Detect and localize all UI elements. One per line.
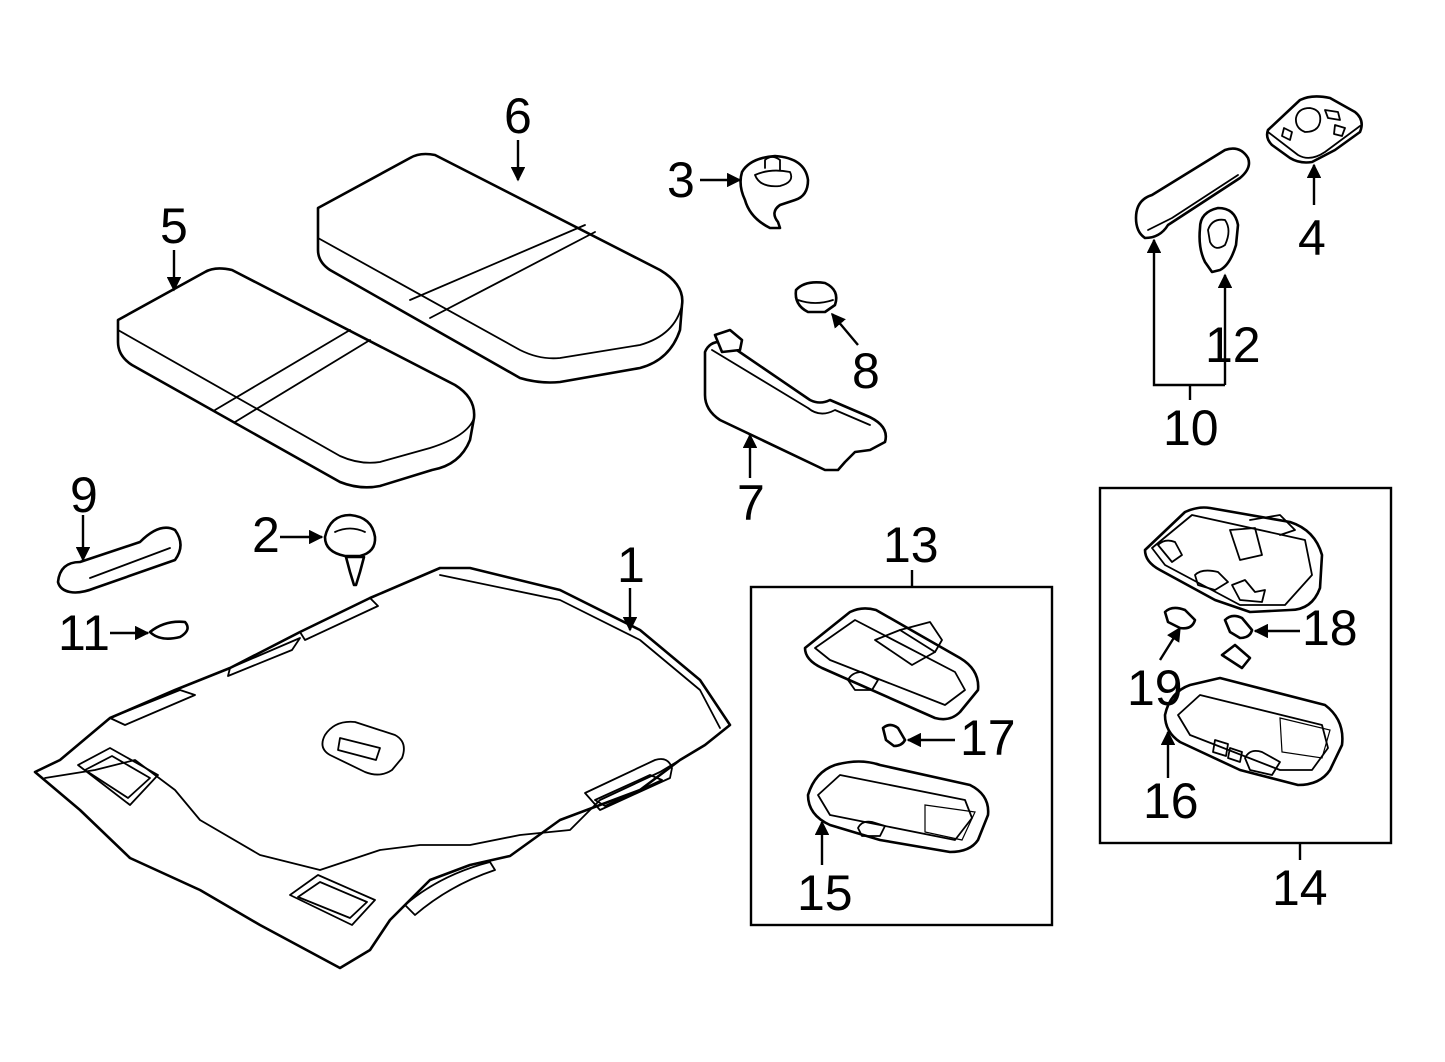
pad-part-6[interactable] [316, 152, 684, 384]
lens-part-19[interactable] [1163, 606, 1197, 630]
label-3: 3 [667, 152, 695, 208]
bulb-small[interactable] [1220, 643, 1252, 670]
label-18: 18 [1302, 600, 1358, 656]
console-part-14[interactable] [1143, 506, 1324, 614]
grab-handle-part-10[interactable] [1134, 147, 1251, 240]
group-box-14 [1098, 486, 1393, 845]
label-8: 8 [852, 343, 880, 399]
label-11: 11 [58, 605, 110, 661]
headliner-part-1[interactable] [33, 566, 732, 970]
bulb-part-18[interactable] [1223, 614, 1254, 640]
bulb-part-17[interactable] [881, 723, 907, 748]
leader-10 [1152, 340, 1225, 387]
lens-part-16[interactable] [1163, 676, 1344, 787]
cap-part-8[interactable] [794, 281, 838, 314]
label-1: 1 [617, 537, 645, 593]
bezel-part-12[interactable] [1198, 206, 1240, 274]
label-15: 15 [797, 865, 853, 921]
label-5: 5 [160, 198, 188, 254]
label-7: 7 [737, 475, 765, 531]
lamp-part-4[interactable] [1265, 95, 1363, 164]
label-19: 19 [1127, 660, 1183, 716]
label-10: 10 [1163, 400, 1219, 456]
console-part-13[interactable] [803, 607, 980, 721]
label-4: 4 [1298, 210, 1326, 266]
lens-part-15[interactable] [806, 760, 990, 854]
group-box-13 [749, 585, 1054, 927]
leader-8 [831, 312, 859, 346]
label-6: 6 [504, 88, 532, 144]
leader-19 [1158, 626, 1182, 661]
bracket-part-3[interactable] [739, 154, 810, 230]
pad-part-5[interactable] [116, 267, 476, 489]
sunvisor-part-7[interactable] [703, 328, 888, 472]
label-14: 14 [1272, 860, 1328, 916]
label-13: 13 [883, 517, 939, 573]
label-16: 16 [1143, 773, 1199, 829]
grab-handle-part-9[interactable] [56, 526, 182, 594]
label-9: 9 [70, 467, 98, 523]
cap-part-11[interactable] [148, 620, 189, 640]
label-17: 17 [960, 710, 1016, 766]
label-12: 12 [1205, 317, 1261, 373]
clip-part-2[interactable] [323, 513, 377, 587]
label-2: 2 [252, 507, 280, 563]
